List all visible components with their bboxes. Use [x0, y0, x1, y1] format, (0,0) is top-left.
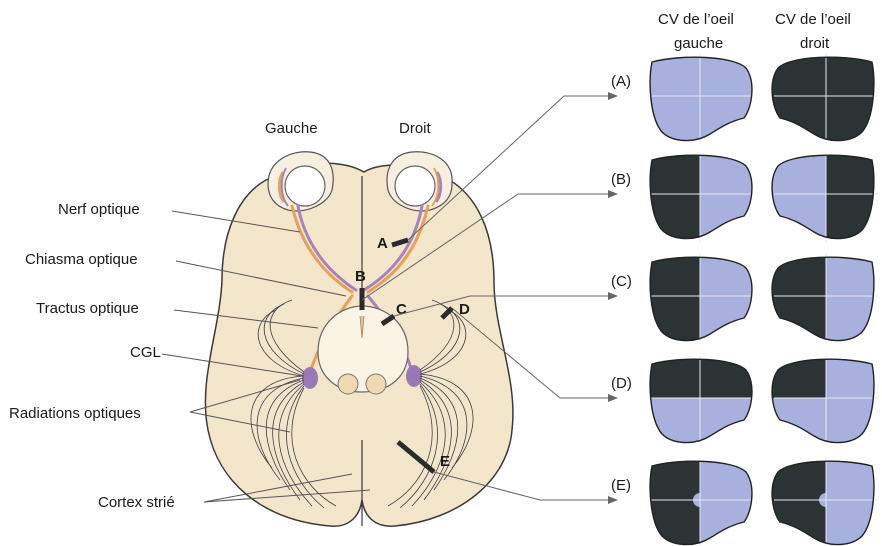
label-optic-chiasm: Chiasma optique	[25, 251, 138, 268]
row-label-b: (B)	[611, 171, 631, 188]
row-label-e: (E)	[611, 477, 631, 494]
field-b-right-eye	[768, 150, 882, 250]
label-striate-cortex: Cortex strié	[98, 494, 175, 511]
arrowheads	[608, 92, 618, 504]
side-label-left: Gauche	[265, 120, 318, 137]
label-optic-radiations: Radiations optiques	[9, 405, 141, 422]
label-lgn: CGL	[130, 344, 161, 361]
lesion-label-a: A	[377, 235, 388, 252]
label-optic-nerve: Nerf optique	[58, 201, 140, 218]
row-label-c: (C)	[611, 273, 632, 290]
label-optic-tract: Tractus optique	[36, 300, 139, 317]
field-d-left-eye	[642, 354, 762, 458]
side-label-right: Droit	[399, 120, 432, 137]
header-left-eye-line1: CV de l’oeil	[658, 11, 734, 28]
lesion-label-b: B	[355, 268, 366, 285]
field-a-right-eye	[768, 52, 882, 152]
header-right-eye-line1: CV de l’oeil	[775, 11, 851, 28]
row-label-d: (D)	[611, 375, 632, 392]
field-d-right-eye	[768, 354, 882, 458]
field-c-right-eye	[768, 252, 882, 352]
header-left-eye-line2: gauche	[674, 35, 723, 52]
visual-fields	[642, 52, 882, 546]
row-label-a: (A)	[611, 73, 631, 90]
field-e-right-eye	[768, 456, 882, 546]
field-a-left-eye	[642, 52, 762, 152]
lesion-label-e: E	[440, 453, 450, 470]
field-c-left-eye	[642, 252, 770, 352]
field-b-left-eye	[642, 150, 770, 250]
left-eye	[268, 152, 333, 211]
right-eye	[387, 152, 452, 211]
field-e-left-eye	[642, 456, 770, 546]
header-right-eye-line2: droit	[800, 35, 830, 52]
lgn-right	[406, 365, 422, 387]
lgn-left	[302, 367, 318, 389]
midbrain	[318, 306, 408, 394]
